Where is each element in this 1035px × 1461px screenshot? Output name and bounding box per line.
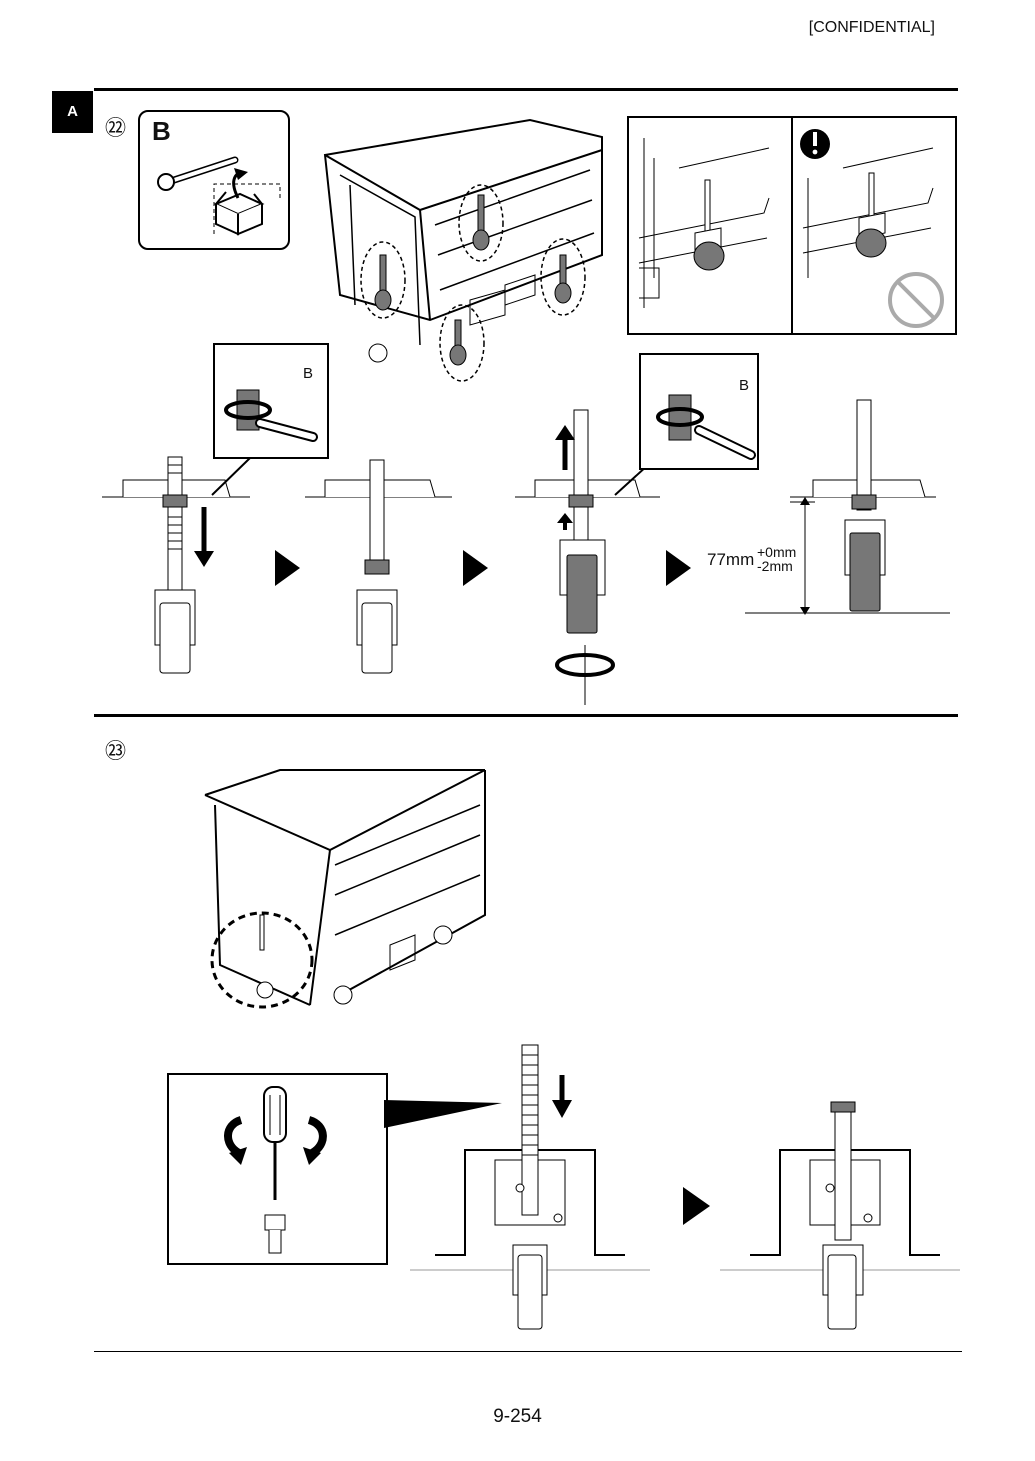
nut-wrench-icon — [224, 389, 318, 442]
caster-adjustment-sequence — [102, 399, 950, 705]
tolerance-minus: -2mm — [757, 558, 793, 574]
nut-wrench-icon — [656, 394, 756, 460]
screwdriver-icon — [224, 1086, 327, 1254]
machine-illustration-22 — [323, 118, 603, 382]
callout-pointer — [384, 1100, 502, 1128]
footer-divider — [94, 1351, 962, 1352]
wrench-callout-2: B — [639, 353, 759, 470]
screwdriver-callout — [167, 1073, 388, 1265]
screw-insertion-sequence — [410, 1044, 960, 1330]
callout-label-b: B — [303, 365, 314, 382]
callout-label-b: B — [739, 377, 750, 394]
step-number-23: ㉓ — [105, 739, 126, 763]
machine-illustration-23 — [204, 769, 486, 1009]
arrow-right-icon — [683, 1187, 710, 1225]
prohibited-icon — [888, 272, 944, 328]
confidential-label: [CONFIDENTIAL] — [808, 19, 935, 36]
wrench-callout-1: B — [213, 343, 329, 459]
caster-correct-view — [638, 138, 770, 308]
tolerance-plus: +0mm — [757, 544, 797, 560]
comparison-panel — [627, 116, 957, 335]
measurement-value: 77mm — [707, 550, 755, 569]
wrench-icon — [157, 156, 239, 191]
measurement-tolerance: +0mm -2mm — [757, 545, 796, 573]
step-number-22: ㉒ — [105, 116, 126, 140]
tool-label: B — [152, 116, 171, 146]
page-number: 9-254 — [493, 1406, 542, 1427]
caster-incorrect-view — [800, 129, 944, 328]
arrow-right-icon — [275, 550, 300, 586]
box-icon — [213, 168, 281, 236]
section-divider-top — [94, 88, 958, 91]
measurement-label: 77mm — [707, 550, 754, 570]
section-tag: A — [52, 91, 93, 133]
section-divider-middle — [94, 714, 958, 717]
tool-box-b: B — [138, 110, 290, 250]
